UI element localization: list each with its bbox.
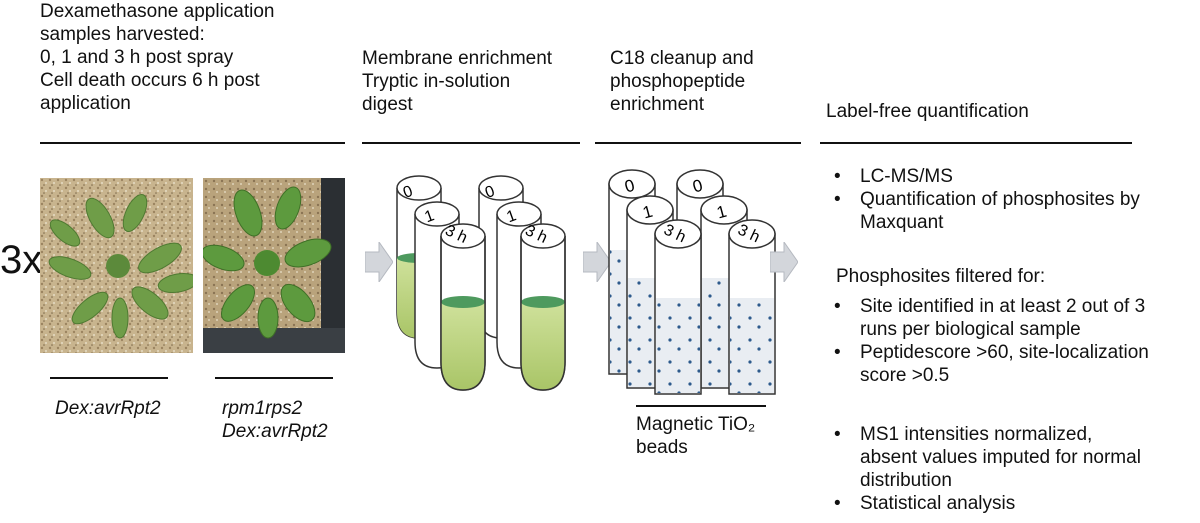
arrow-step2-to-step3 bbox=[583, 242, 611, 282]
step3-header-line: enrichment bbox=[610, 94, 704, 115]
bullet-glyph: • bbox=[834, 189, 841, 210]
plant-left-caption: Dex:avrRpt2 bbox=[55, 398, 161, 419]
bullet-line: Statistical analysis bbox=[860, 493, 1016, 514]
bullet-item: • Site identified in at least 2 out of 3… bbox=[826, 295, 1198, 341]
bullet-glyph: • bbox=[834, 424, 841, 445]
arrow-step1-to-step2 bbox=[365, 242, 393, 282]
step1-header-line: Dexamethasone application bbox=[40, 1, 275, 22]
bullet-line: Peptidescore >60, site-localization bbox=[860, 342, 1149, 363]
beads-label: Magnetic TiO₂ beads bbox=[636, 413, 755, 459]
step3-header-line: phosphopeptide bbox=[610, 71, 746, 92]
step3-divider bbox=[595, 142, 801, 144]
plant-right-caption-line: Dex:avrRpt2 bbox=[222, 421, 328, 442]
bullet-line: distribution bbox=[860, 470, 952, 491]
plant-photo-rpm1rps2-dex-avrrpt2 bbox=[203, 178, 345, 353]
bullet-glyph: • bbox=[834, 493, 841, 514]
bullet-glyph: • bbox=[834, 342, 841, 363]
bullet-line: Site identified in at least 2 out of 3 bbox=[860, 296, 1146, 317]
bullet-line: score >0.5 bbox=[860, 365, 950, 386]
bullet-line: Maxquant bbox=[860, 212, 944, 233]
step4-header: Label-free quantification bbox=[826, 101, 1029, 122]
bullet-line: absent values imputed for normal bbox=[860, 447, 1141, 468]
step2-divider bbox=[362, 142, 580, 144]
step4-bullet-list-3: • MS1 intensities normalized, absent val… bbox=[826, 423, 1198, 515]
bullet-glyph: • bbox=[834, 166, 841, 187]
step2-header: Membrane enrichment Tryptic in-solution … bbox=[362, 47, 552, 116]
bullet-line: LC-MS/MS bbox=[860, 166, 953, 187]
membrane-tubes-graphic: 0 0 1 1 3 h 3 h bbox=[396, 175, 566, 391]
bullet-item: • Peptidescore >60, site-localization sc… bbox=[826, 341, 1198, 387]
beads-label-line: Magnetic TiO₂ bbox=[636, 414, 756, 435]
caption-rule-right bbox=[215, 377, 333, 379]
plant-photo-dex-avrrpt2 bbox=[40, 178, 193, 353]
step2-header-line: digest bbox=[362, 94, 413, 115]
caption-rule-left bbox=[50, 377, 168, 379]
bullet-item: • Statistical analysis bbox=[826, 492, 1198, 515]
plant-right-caption-line: rpm1rps2 bbox=[222, 398, 303, 419]
step4-bullet-list-1: • LC-MS/MS • Quantification of phosphosi… bbox=[826, 165, 1198, 234]
step1-header-line: samples harvested: bbox=[40, 24, 205, 45]
arrow-step3-to-step4 bbox=[770, 242, 798, 282]
step2-header-line: Membrane enrichment bbox=[362, 48, 553, 69]
step1-header: Dexamethasone application samples harves… bbox=[40, 0, 275, 115]
plant-right-caption: rpm1rps2 Dex:avrRpt2 bbox=[222, 397, 328, 443]
filter-heading: Phosphosites filtered for: bbox=[836, 266, 1046, 287]
replicates-label: 3x bbox=[0, 238, 43, 282]
step4-bullet-list-2: • Site identified in at least 2 out of 3… bbox=[826, 295, 1198, 387]
step1-divider bbox=[40, 142, 345, 144]
bullet-glyph: • bbox=[834, 296, 841, 317]
bullet-item: • LC-MS/MS bbox=[826, 165, 1198, 188]
step1-header-line: application bbox=[40, 93, 131, 114]
bullet-line: runs per biological sample bbox=[860, 319, 1081, 340]
bullet-item: • MS1 intensities normalized, absent val… bbox=[826, 423, 1198, 492]
beads-rule bbox=[636, 405, 766, 407]
step3-header: C18 cleanup and phosphopeptide enrichmen… bbox=[610, 47, 754, 116]
bullet-line: MS1 intensities normalized, bbox=[860, 424, 1093, 445]
bullet-item: • Quantification of phosphosites by Maxq… bbox=[826, 188, 1198, 234]
step3-header-line: C18 cleanup and bbox=[610, 48, 754, 69]
step1-header-line: Cell death occurs 6 h post bbox=[40, 70, 260, 91]
step2-header-line: Tryptic in-solution bbox=[362, 71, 511, 92]
beads-label-line: beads bbox=[636, 437, 688, 458]
step4-divider bbox=[820, 142, 1132, 144]
tio2-bead-tubes-graphic: 0 0 1 1 3 h 3 h bbox=[608, 169, 776, 395]
bullet-line: Quantification of phosphosites by bbox=[860, 189, 1140, 210]
step1-header-line: 0, 1 and 3 h post spray bbox=[40, 47, 234, 68]
